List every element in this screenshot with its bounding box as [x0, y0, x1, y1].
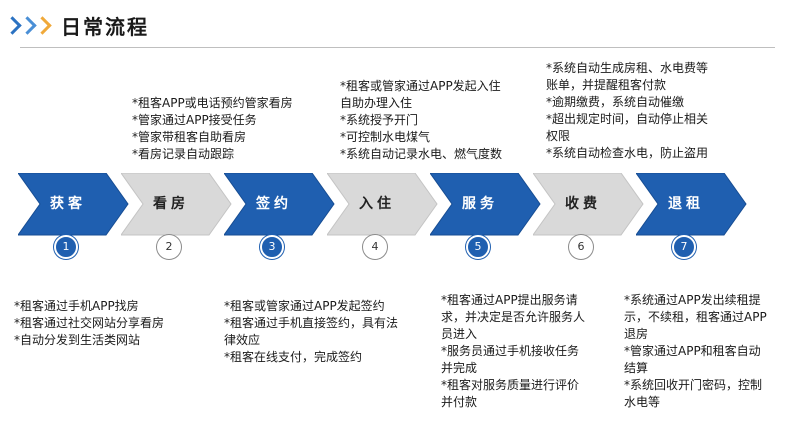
note-line: *可控制水电煤气 — [340, 130, 431, 144]
note-line: *租客APP或电话预约管家看房 — [132, 96, 293, 110]
note-step-4: *租客或管家通过APP发起入住 自助办理入住 *系统授予开门 *可控制水电煤气 … — [340, 78, 502, 163]
note-line: 示，不续租，租客通过APP — [624, 310, 767, 324]
note-step-7: *系统通过APP发出续租提 示，不续租，租客通过APP 退房 *管家通过APP和… — [624, 292, 767, 411]
step-number: 7 — [672, 235, 696, 259]
note-line: *逾期缴费，系统自动催缴 — [546, 95, 685, 109]
note-line: *系统授予开门 — [340, 113, 419, 127]
step-arrow-shape — [121, 173, 232, 236]
note-line: 并付款 — [441, 395, 478, 409]
chevron-right-icon — [33, 15, 52, 35]
note-line: *租客或管家通过APP发起入住 — [340, 79, 501, 93]
step-label: 看房 — [153, 196, 189, 212]
step-label: 退租 — [668, 196, 704, 212]
step-label: 收费 — [565, 196, 601, 212]
step-label: 服务 — [462, 196, 498, 212]
note-line: 律效应 — [224, 333, 261, 347]
header-divider — [20, 47, 775, 48]
step-arrow-shape — [430, 173, 541, 236]
step-7: 退租 7 — [636, 173, 754, 268]
note-line: 退房 — [624, 327, 649, 341]
note-line: *租客或管家通过APP发起签约 — [224, 299, 385, 313]
note-line: *系统自动检查水电，防止盗用 — [546, 146, 709, 160]
note-line: *系统回收开门密码，控制 — [624, 378, 763, 392]
step-number: 5 — [466, 235, 490, 259]
note-line: 自助办理入住 — [340, 96, 413, 110]
note-line: 水电等 — [624, 395, 661, 409]
step-number: 1 — [54, 235, 78, 259]
note-line: *系统自动记录水电、燃气度数 — [340, 147, 503, 161]
note-line: *系统自动生成房租、水电费等 — [546, 61, 709, 75]
note-line: *系统通过APP发出续租提 — [624, 293, 761, 307]
step-6: 收费 6 — [533, 173, 651, 268]
step-label: 签约 — [256, 196, 292, 212]
note-line: *管家通过APP接受任务 — [132, 113, 257, 127]
note-step-1: *租客通过手机APP找房 *租客通过社交网站分享看房 *自动分发到生活类网站 — [14, 298, 164, 349]
note-line: *自动分发到生活类网站 — [14, 333, 141, 347]
step-4: 入住 4 — [327, 173, 445, 268]
step-1: 获客 1 — [18, 173, 136, 268]
note-line: *租客通过手机APP找房 — [14, 299, 139, 313]
note-line: 结算 — [624, 361, 649, 375]
step-arrow-shape — [533, 173, 644, 236]
step-number: 2 — [157, 235, 181, 259]
note-step-6: *系统自动生成房租、水电费等 账单，并提醒租客付款 *逾期缴费，系统自动催缴 *… — [546, 60, 708, 162]
chevrons-icon — [3, 15, 52, 35]
note-line: *租客通过手机直接签约，具有法 — [224, 316, 399, 330]
step-number: 6 — [569, 235, 593, 259]
step-3: 签约 3 — [224, 173, 342, 268]
step-5: 服务 5 — [430, 173, 548, 268]
step-arrow-shape — [18, 173, 129, 236]
step-label: 入住 — [359, 196, 395, 212]
note-line: 权限 — [546, 129, 571, 143]
note-line: 并完成 — [441, 361, 478, 375]
step-arrow-shape — [327, 173, 438, 236]
section-header: 日常流程 — [3, 10, 149, 40]
note-line: *服务员通过手机接收任务 — [441, 344, 580, 358]
step-arrow-shape — [636, 173, 747, 236]
note-line: *管家带租客自助看房 — [132, 130, 247, 144]
note-line: *管家通过APP和租客自动 — [624, 344, 761, 358]
step-label: 获客 — [50, 196, 86, 212]
note-line: *租客通过APP提出服务请 — [441, 293, 578, 307]
note-line: 账单，并提醒租客付款 — [546, 78, 667, 92]
note-line: *租客通过社交网站分享看房 — [14, 316, 165, 330]
note-line: *超出规定时间，自动停止相关 — [546, 112, 709, 126]
note-line: 员进入 — [441, 327, 478, 341]
note-line: *租客对服务质量进行评价 — [441, 378, 580, 392]
note-line: *租客在线支付，完成签约 — [224, 350, 363, 364]
note-step-3: *租客或管家通过APP发起签约 *租客通过手机直接签约，具有法 律效应 *租客在… — [224, 298, 398, 366]
note-step-5: *租客通过APP提出服务请 求，并决定是否允许服务人 员进入 *服务员通过手机接… — [441, 292, 585, 411]
process-steps: 获客 1 看房 2 签约 3 入住 4 服务 5 收费 6 退租 7 — [18, 173, 798, 268]
step-arrow-shape — [224, 173, 335, 236]
page-title: 日常流程 — [61, 14, 149, 39]
note-line: *看房记录自动跟踪 — [132, 147, 235, 161]
note-step-2: *租客APP或电话预约管家看房 *管家通过APP接受任务 *管家带租客自助看房 … — [132, 95, 293, 163]
step-number: 4 — [363, 235, 387, 259]
note-line: 求，并决定是否允许服务人 — [441, 310, 586, 324]
step-2: 看房 2 — [121, 173, 239, 268]
step-number: 3 — [260, 235, 284, 259]
